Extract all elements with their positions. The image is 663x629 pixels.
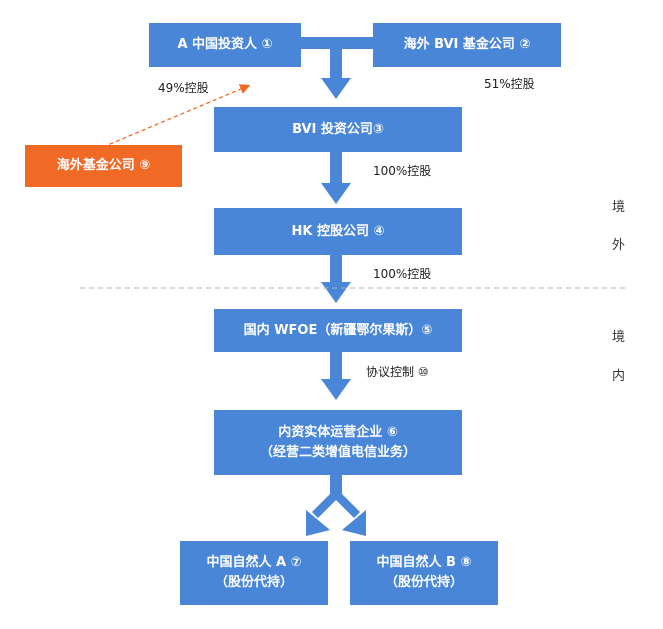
region-onshore-char-1: 境 — [612, 330, 626, 345]
node-bvi-investment: BVI 投资公司③ — [214, 107, 462, 152]
edge-label-bvi-to-hk: 100%控股 — [373, 164, 432, 178]
node-natural-person-b-line2: （股份代持） — [384, 575, 463, 590]
arrow-to-bvi-investment — [321, 49, 351, 99]
arrow-wfoe-to-operating — [321, 352, 351, 400]
region-offshore-char-1: 境 — [612, 200, 626, 215]
node-natural-person-a-line1: 中国自然人 A ⑦ — [206, 555, 302, 570]
top-join-bar — [300, 37, 373, 49]
node-natural-person-a: 中国自然人 A ⑦ （股份代持） — [180, 541, 328, 605]
node-natural-person-a-line2: （股份代持） — [214, 575, 293, 590]
arrow-hk-to-wfoe — [321, 255, 351, 303]
edge-label-hk-to-wfoe: 100%控股 — [373, 267, 432, 281]
node-hk-holding: HK 控股公司 ④ — [214, 208, 462, 255]
node-domestic-operating-line1: 内资实体运营企业 ⑥ — [278, 424, 398, 440]
node-natural-person-b-line1: 中国自然人 B ⑧ — [376, 555, 472, 570]
dashed-arrow-overseas-fund-to-a — [102, 84, 251, 148]
node-overseas-fund: 海外基金公司 ⑨ — [25, 145, 182, 187]
arrow-bvi-to-hk — [321, 152, 351, 204]
node-overseas-bvi-fund: 海外 BVI 基金公司 ② — [373, 23, 561, 67]
forked-arrow-to-natural-persons — [306, 475, 366, 536]
node-natural-person-b: 中国自然人 B ⑧ （股份代持） — [350, 541, 498, 605]
node-domestic-operating: 内资实体运营企业 ⑥ （经营二类增值电信业务） — [214, 410, 462, 475]
node-domestic-wfoe: 国内 WFOE（新疆鄂尔果斯）⑤ — [214, 309, 462, 352]
edge-label-a-share: 49%控股 — [158, 81, 209, 95]
node-a-investor: A 中国投资人 ① — [149, 23, 301, 67]
region-onshore-char-2: 内 — [612, 369, 626, 384]
edge-label-wfoe-to-operating: 协议控制 ⑩ — [366, 365, 429, 379]
node-domestic-operating-line2: （经营二类增值电信业务） — [259, 444, 416, 460]
edge-label-bvi-fund-share: 51%控股 — [484, 77, 535, 91]
region-offshore-char-2: 外 — [612, 238, 626, 253]
